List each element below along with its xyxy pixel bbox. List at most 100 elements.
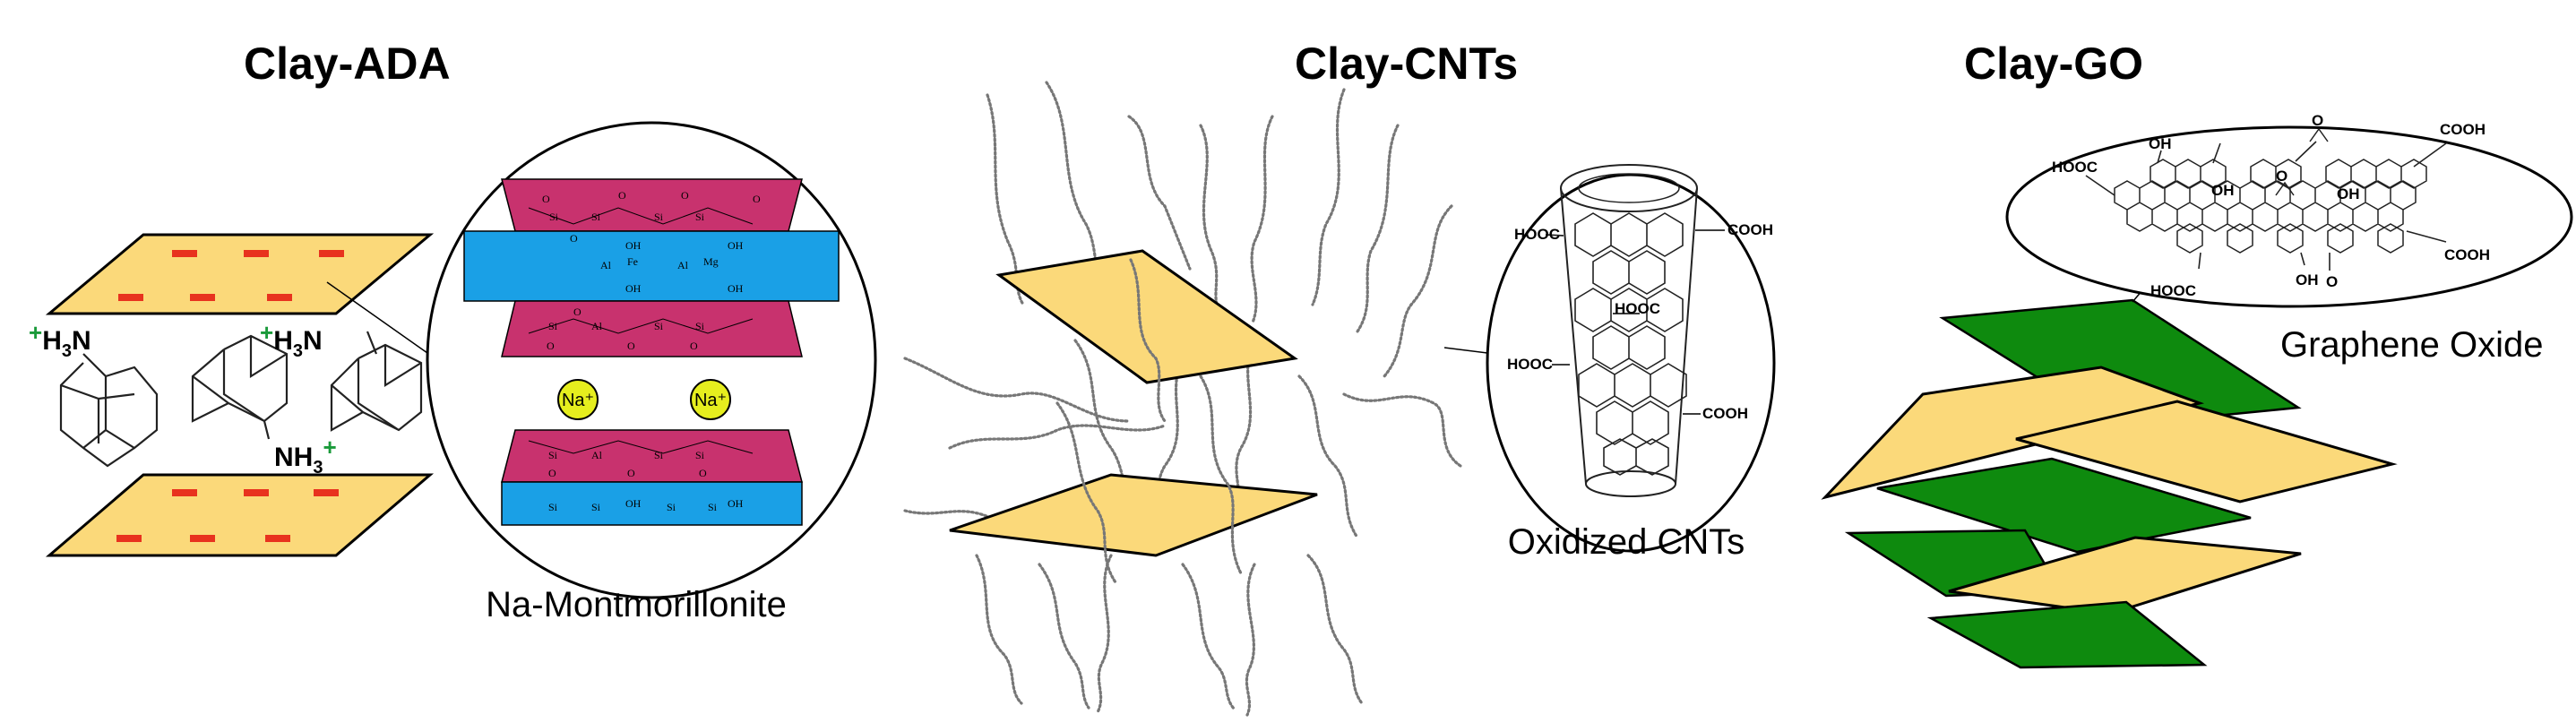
nanotube-strand xyxy=(1250,115,1274,324)
clay-sheet-lower xyxy=(949,473,1318,557)
mmt-upper-octahedral xyxy=(463,230,840,302)
svg-text:OH: OH xyxy=(625,239,642,252)
mmt-lower-atoms: Si Al Si Si O O O Si Si OH Si Si OH xyxy=(548,449,744,513)
cnt-group-hooc-2: HOOC xyxy=(1615,300,1660,317)
cnt-group-hooc-1: HOOC xyxy=(1514,226,1560,243)
svg-text:Si: Si xyxy=(591,501,601,513)
svg-text:Mg: Mg xyxy=(703,255,719,268)
svg-text:Al: Al xyxy=(600,259,612,271)
nanotube-strand xyxy=(1342,392,1462,468)
svg-text:Si: Si xyxy=(695,211,705,223)
adamantylamine-molecule-3 xyxy=(330,331,423,432)
inset-oxidized-cnts: HOOC COOH HOOC HOOC COOH xyxy=(1486,164,1776,553)
inset-circle-cnts xyxy=(1486,173,1776,553)
nanotube-strand xyxy=(1356,124,1400,333)
mmt-upper-atoms: Si Si Si Si O O O O O OH OH Al Fe Al Mg … xyxy=(542,189,761,352)
go-group-o-1: O xyxy=(2312,112,2323,129)
svg-text:O: O xyxy=(627,340,635,352)
svg-text:Si: Si xyxy=(708,501,718,513)
inset-label-oxidized-cnts: Oxidized CNTs xyxy=(1508,522,1745,562)
svg-text:O: O xyxy=(627,467,635,479)
svg-text:O: O xyxy=(699,467,707,479)
svg-text:O: O xyxy=(547,340,555,352)
go-group-oh-4: OH xyxy=(2296,271,2319,288)
svg-text:O: O xyxy=(573,306,582,318)
adamantylamine-molecule-2: +H3N NH3+ xyxy=(191,319,337,478)
svg-text:O: O xyxy=(681,189,689,202)
panel-clay-cnts: Clay-CNTs xyxy=(903,39,1776,717)
go-group-oh-2: OH xyxy=(2211,182,2235,199)
svg-text:Si: Si xyxy=(654,320,664,332)
svg-text:O: O xyxy=(618,189,626,202)
inset-graphene-oxide: HOOC OH O COOH OH O OH COOH HOOC OH O xyxy=(2005,112,2573,308)
sodium-ion-1: Na⁺ xyxy=(557,379,599,420)
mmt-upper-tetrahedral-bottom xyxy=(501,300,803,357)
inset-label-graphene-oxide: Graphene Oxide xyxy=(2280,325,2544,365)
mmt-upper-bonds xyxy=(528,207,754,334)
panel-clay-go: Clay-GO HOOC OH O COOH OH O OH COOH HOOC xyxy=(1821,39,2573,669)
svg-text:OH: OH xyxy=(625,282,642,295)
go-group-hooc-2: HOOC xyxy=(2150,282,2196,299)
nanotube-strand xyxy=(1038,563,1090,710)
negative-charges-top xyxy=(118,250,344,301)
svg-text:O: O xyxy=(570,232,578,245)
svg-text:Fe: Fe xyxy=(627,255,638,268)
nanotube-strand xyxy=(948,424,1167,450)
svg-text:OH: OH xyxy=(728,497,744,510)
carbon-nanotube-strands-front xyxy=(1055,258,1243,584)
inset-ellipse-go xyxy=(2005,125,2573,308)
svg-text:Si: Si xyxy=(548,501,558,513)
svg-text:O: O xyxy=(753,193,761,205)
svg-text:Si: Si xyxy=(654,449,664,461)
nanotube-strand xyxy=(1383,204,1453,378)
svg-text:Na⁺: Na⁺ xyxy=(562,391,594,410)
go-group-cooh-2: COOH xyxy=(2444,246,2490,263)
mmt-lower-bonds xyxy=(528,440,754,454)
nanotube-strand xyxy=(1129,258,1167,423)
clay-sheet-bottom xyxy=(45,473,435,557)
nanotube-strand xyxy=(1297,374,1359,539)
svg-text:Si: Si xyxy=(548,449,558,461)
panel-clay-ada: Clay-ADA +H3N xyxy=(29,39,877,624)
svg-text:Al: Al xyxy=(591,449,603,461)
cnt-group-hooc-3: HOOC xyxy=(1507,356,1553,373)
clay-sheet-upper xyxy=(995,249,1298,384)
mmt-lower-tetrahedral xyxy=(501,429,803,483)
nanotube-strand xyxy=(1311,88,1346,306)
cnt-group-cooh-2: COOH xyxy=(1702,405,1748,422)
clay-sheet-go-2 xyxy=(2015,400,2398,504)
nanotube-strand xyxy=(1127,115,1192,271)
clay-sheet-go-1 xyxy=(1821,366,2205,500)
clay-sheet-go-3 xyxy=(1948,536,2302,615)
inset-label-na-montmorillonite: Na-Montmorillonite xyxy=(486,585,787,624)
nanotube-strand xyxy=(1096,554,1113,714)
svg-text:Si: Si xyxy=(695,320,705,332)
go-group-oh-1: OH xyxy=(2149,135,2172,152)
go-group-oh-3: OH xyxy=(2337,185,2360,202)
svg-text:Si: Si xyxy=(548,320,558,332)
adamantylamine-molecule-1: +H3N xyxy=(29,319,159,468)
svg-text:OH: OH xyxy=(728,282,744,295)
go-group-cooh-1: COOH xyxy=(2440,121,2486,138)
svg-text:Si: Si xyxy=(667,501,676,513)
amine-label-3: NH3+ xyxy=(274,434,337,478)
go-sheet-4 xyxy=(1926,600,2208,669)
svg-text:O: O xyxy=(548,467,556,479)
amine-label-2: +H3N xyxy=(260,319,323,361)
go-group-o-3: O xyxy=(2326,273,2338,290)
clay-sheet-top xyxy=(45,233,435,315)
inset-connector-cnts xyxy=(1443,347,1495,355)
amine-label-1: +H3N xyxy=(29,319,91,361)
mmt-lower-octahedral xyxy=(501,481,803,526)
svg-text:OH: OH xyxy=(728,239,744,252)
svg-text:Na⁺: Na⁺ xyxy=(694,391,727,410)
carbon-nanotube-strands xyxy=(903,81,1462,717)
nanotube-strand xyxy=(1199,124,1222,315)
svg-text:Si: Si xyxy=(591,211,601,223)
nanotube-strand xyxy=(1045,81,1104,287)
svg-text:Al: Al xyxy=(677,259,689,271)
inset-na-montmorillonite: Si Si Si Si O O O O O OH OH Al Fe Al Mg … xyxy=(426,121,877,599)
panel-title-clay-cnts: Clay-CNTs xyxy=(1295,39,1518,89)
graphene-oxide-structure xyxy=(2085,127,2447,271)
svg-text:O: O xyxy=(542,193,550,205)
